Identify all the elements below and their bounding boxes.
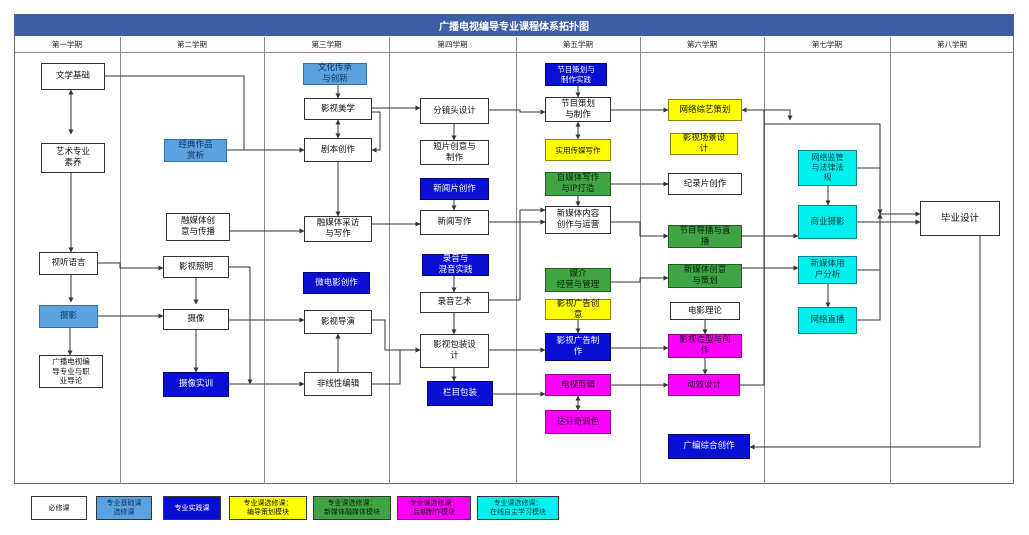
course-self-media-ip[interactable]: 自媒体写作 与IP打造: [545, 172, 611, 196]
column-divider: [120, 37, 121, 484]
column-divider: [264, 37, 265, 484]
course-audiovisual-language[interactable]: 视听语言: [39, 252, 98, 275]
semester-7-header: 第七学期: [764, 37, 890, 53]
course-new-media-operation[interactable]: 新媒体内容 创作与运营: [545, 206, 611, 234]
course-film-directing[interactable]: 影视导演: [304, 310, 372, 334]
course-practical-media-writing[interactable]: 实用传媒写作: [545, 139, 611, 161]
column-divider: [890, 37, 891, 484]
legend-green: 专业课选修课： 新媒体融媒体模块: [313, 496, 391, 520]
course-ad-creative[interactable]: 影视广告创 意: [545, 299, 611, 320]
course-scene-design[interactable]: 影视场景设 计: [670, 133, 738, 155]
course-film-aesthetics[interactable]: 影视美学: [304, 98, 372, 120]
course-film-lighting[interactable]: 影视照明: [163, 256, 229, 278]
legend-yellow: 专业课选修课： 编导策划模块: [229, 496, 307, 520]
course-news-writing[interactable]: 新闻写作: [420, 210, 489, 235]
column-divider: [516, 37, 517, 484]
course-news-film[interactable]: 新闻片创作: [420, 178, 489, 200]
course-graduation-project[interactable]: 毕业设计: [920, 201, 1000, 236]
legend-base: 专业基础课 选修课: [96, 496, 152, 520]
course-ad-production[interactable]: 影视广告制 作: [545, 333, 611, 361]
course-motion-design[interactable]: 动效设计: [668, 374, 740, 396]
course-recording-art[interactable]: 录音艺术: [420, 292, 489, 313]
course-storyboard-design[interactable]: 分镜头设计: [420, 98, 489, 124]
course-photography[interactable]: 摄影: [39, 305, 98, 328]
column-divider: [389, 37, 390, 484]
semester-3-header: 第三学期: [264, 37, 389, 53]
course-media-creative-communication[interactable]: 融媒体创 意与传播: [166, 213, 230, 241]
course-short-film[interactable]: 短片创意与 制作: [420, 140, 489, 165]
course-media-management[interactable]: 媒介 经营与管理: [545, 268, 611, 292]
legend-magenta: 专业课选修课： 后期制作模块: [397, 496, 471, 520]
course-program-packaging[interactable]: 栏目包装: [427, 381, 493, 406]
legend-practice: 专业实践课: [163, 496, 221, 520]
course-live-streaming[interactable]: 网络直播: [798, 307, 857, 334]
course-micro-film[interactable]: 微电影创作: [303, 272, 370, 294]
course-literature-basics[interactable]: 文学基础: [41, 63, 105, 90]
course-script-writing[interactable]: 剧本创作: [304, 138, 372, 162]
course-classic-works-analysis[interactable]: 经典作品 赏析: [164, 139, 227, 162]
legend-required: 必修课: [31, 496, 87, 520]
diagram-frame: [14, 14, 1014, 484]
course-documentary[interactable]: 纪录片创作: [668, 173, 742, 195]
course-camera-practice[interactable]: 摄像实训: [163, 372, 229, 397]
course-network-regulation[interactable]: 网络监管 与法律法 规: [798, 150, 857, 186]
semester-2-header: 第二学期: [120, 37, 264, 53]
semester-5-header: 第五学期: [516, 37, 640, 53]
diagram-title: 广播电视编导专业课程体系拓扑图: [14, 14, 1014, 36]
course-new-media-creative[interactable]: 新媒体创意 与策划: [668, 264, 742, 288]
course-davinci-grading[interactable]: 达芬奇调色: [545, 410, 611, 434]
semester-6-header: 第六学期: [640, 37, 764, 53]
semester-8-header: 第八学期: [890, 37, 1014, 53]
column-divider: [640, 37, 641, 484]
course-recording-mixing-practice[interactable]: 录音与 混音实践: [422, 254, 489, 276]
course-commercial-photography[interactable]: 商业摄影: [798, 205, 857, 239]
course-film-packaging-design[interactable]: 影视包装设 计: [420, 334, 489, 368]
course-film-styling[interactable]: 影视造型与创 作: [668, 334, 742, 358]
course-art-literacy[interactable]: 艺术专业 素养: [41, 143, 105, 173]
course-cultural-heritage[interactable]: 文化传承 与创新: [303, 63, 367, 85]
course-camera[interactable]: 摄像: [163, 309, 229, 330]
course-major-career-intro[interactable]: 广播电视编 导专业与职 业导论: [39, 355, 103, 388]
course-online-variety-planning[interactable]: 网络综艺策划: [668, 99, 742, 121]
course-tv-editing[interactable]: 电视剪辑: [545, 374, 611, 396]
course-new-media-user-analysis[interactable]: 新媒体用 户分析: [798, 256, 857, 284]
course-directing-live[interactable]: 节目导播与直 播: [668, 225, 742, 248]
course-film-theory[interactable]: 电影理论: [670, 302, 740, 320]
course-program-planning[interactable]: 节目策划 与制作: [545, 97, 611, 122]
semester-1-header: 第一学期: [14, 37, 120, 53]
legend-cyan: 专业课选修课： 在线自主学习模块: [477, 496, 559, 520]
course-comprehensive-creation[interactable]: 广编综合创作: [668, 434, 750, 459]
semester-4-header: 第四学期: [389, 37, 516, 53]
course-media-interview-writing[interactable]: 融媒体采访 与写作: [304, 216, 372, 242]
course-nonlinear-editing[interactable]: 非线性编辑: [304, 372, 372, 396]
course-program-planning-practice[interactable]: 节目策划与 制作实践: [545, 63, 607, 86]
